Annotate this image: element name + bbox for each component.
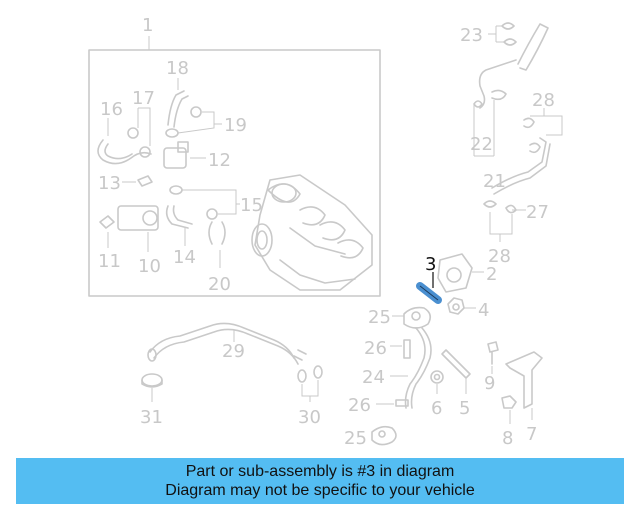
hose-20 <box>208 221 226 245</box>
pipe-29 <box>149 322 295 359</box>
callout-18[interactable]: 18 <box>166 58 189 79</box>
bolt-9-group: 9 <box>484 341 499 394</box>
gasket-2-group: 2 <box>437 253 497 293</box>
callout-2[interactable]: 2 <box>486 264 497 285</box>
clamp-15a <box>169 185 183 195</box>
bracket-5-group: 5 <box>441 349 471 419</box>
callout-29[interactable]: 29 <box>222 341 245 362</box>
callout-26-lower[interactable]: 26 <box>348 395 371 416</box>
washers-23 <box>501 22 517 46</box>
callout-22[interactable]: 22 <box>470 134 493 155</box>
callout-26-upper[interactable]: 26 <box>364 338 387 359</box>
callout-1[interactable]: 1 <box>142 15 153 36</box>
stud-3-group[interactable]: 3 <box>416 254 442 304</box>
hose-18 <box>167 90 185 126</box>
gasket-25-upper-group: 25 <box>368 306 432 329</box>
callout-5[interactable]: 5 <box>459 398 470 419</box>
washer-6-group: 6 <box>430 370 444 419</box>
banner-line-2: Diagram may not be specific to your vehi… <box>165 482 475 499</box>
callout-19[interactable]: 19 <box>224 115 247 136</box>
upper-right-group: 23 22 21 28 28 27 <box>460 22 563 267</box>
bolt-26-upper-group: 26 <box>364 338 411 359</box>
info-banner: Part or sub-assembly is #3 in diagram Di… <box>16 458 624 504</box>
callout-27[interactable]: 27 <box>526 202 549 223</box>
washers-28-upper <box>523 117 541 154</box>
clamp-17a <box>127 127 139 139</box>
clamps-30-group: 30 <box>297 365 323 428</box>
valve-12 <box>163 147 187 169</box>
clamp-19a <box>190 106 202 118</box>
cap-31-group: 31 <box>140 373 163 428</box>
nut-4 <box>447 297 465 315</box>
clamp-17b <box>139 146 151 158</box>
callout-25-upper[interactable]: 25 <box>368 307 391 328</box>
pipe-upper <box>517 23 549 71</box>
bolt-9 <box>487 341 499 365</box>
pipe-29-group: 29 <box>147 322 307 365</box>
bolt-26-upper <box>403 339 411 359</box>
hose-14 <box>165 205 189 229</box>
washers-28-lower <box>483 200 517 214</box>
callout-23[interactable]: 23 <box>460 25 483 46</box>
pipe-24-group: 24 <box>362 327 432 409</box>
bolt-11 <box>99 215 115 229</box>
gasket-25-lower <box>371 425 397 446</box>
callout-15[interactable]: 15 <box>240 195 263 216</box>
callout-14[interactable]: 14 <box>173 247 196 268</box>
turbo-assembly-group: 1 16 17 18 19 <box>88 15 381 297</box>
callout-3[interactable]: 3 <box>425 254 436 275</box>
bolt-13 <box>137 175 153 187</box>
callout-21[interactable]: 21 <box>483 171 506 192</box>
parts-diagram: 1 16 17 18 19 <box>88 15 563 449</box>
callout-16[interactable]: 16 <box>100 99 123 120</box>
callout-28-lower[interactable]: 28 <box>488 246 511 267</box>
gasket-25-lower-group: 25 <box>344 425 397 449</box>
callout-12[interactable]: 12 <box>208 150 231 171</box>
gasket-2 <box>437 253 473 293</box>
callout-9[interactable]: 9 <box>484 373 495 394</box>
clamp-30a <box>297 369 307 383</box>
callout-31[interactable]: 31 <box>140 407 163 428</box>
callout-4[interactable]: 4 <box>478 300 489 321</box>
clamp-30b <box>313 365 323 379</box>
cap-31 <box>141 373 163 387</box>
banner-line-1: Part or sub-assembly is #3 in diagram <box>185 463 455 480</box>
valve-10 <box>117 205 159 231</box>
bolt-26-lower <box>395 399 409 407</box>
callout-25-lower[interactable]: 25 <box>344 428 367 449</box>
pipe-24 <box>404 327 426 409</box>
callout-6[interactable]: 6 <box>431 398 442 419</box>
assembly-box <box>88 49 381 297</box>
callout-13[interactable]: 13 <box>98 173 121 194</box>
callout-17[interactable]: 17 <box>132 88 155 109</box>
turbo-manifold-drawing <box>251 174 373 291</box>
callout-7[interactable]: 7 <box>526 424 537 445</box>
bracket-5 <box>441 349 471 379</box>
clamp-15b <box>206 208 218 220</box>
bolt-26-lower-group: 26 <box>348 395 409 416</box>
hose-16 <box>97 139 152 165</box>
clamp-19b <box>165 128 179 138</box>
callout-30[interactable]: 30 <box>298 407 321 428</box>
callout-24[interactable]: 24 <box>362 367 385 388</box>
pipe-21 <box>491 137 547 189</box>
nut-4-group: 4 <box>447 297 489 321</box>
callout-8[interactable]: 8 <box>502 428 513 449</box>
callout-11[interactable]: 11 <box>98 251 121 272</box>
bolt-8 <box>501 395 517 409</box>
bolt-8-group: 8 <box>501 395 517 449</box>
callout-28-upper[interactable]: 28 <box>532 90 555 111</box>
bracket-7 <box>505 351 543 409</box>
callout-10[interactable]: 10 <box>138 256 161 277</box>
washer-6 <box>430 370 444 384</box>
callout-20[interactable]: 20 <box>208 274 231 295</box>
gasket-25-upper <box>403 306 432 329</box>
bracket-7-group: 7 <box>505 351 543 445</box>
